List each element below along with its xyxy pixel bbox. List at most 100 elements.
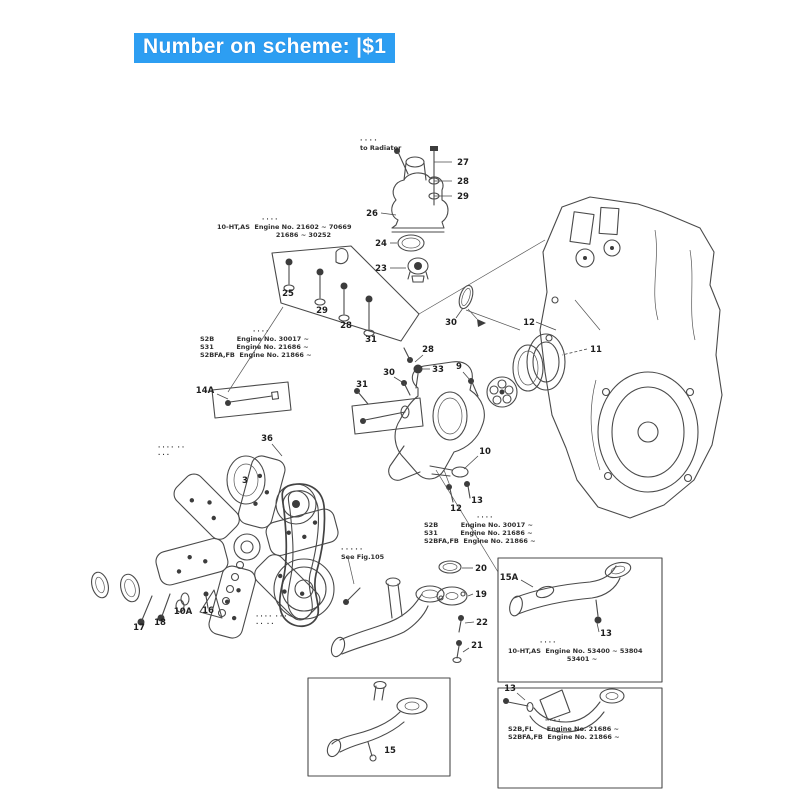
gasket-20 [438,560,462,574]
part-callout: 10 [479,447,491,457]
leader-line [535,321,557,331]
water-pipe-assembly [330,557,468,664]
annotation-text: · · · · [262,216,277,223]
stud [363,295,375,337]
stud [314,268,326,306]
clamp [458,284,486,327]
leader-line [561,348,588,356]
leader-line [516,692,526,701]
part-callout: 26 [366,209,378,219]
leader-line [520,579,534,588]
part-callout: 12 [450,504,462,514]
thermostat-group [391,146,486,327]
impeller [486,376,518,408]
annotation-text: · · · · · · ·· · · · [256,613,287,628]
outlet-neck [405,156,425,168]
annotation-text: 10-HT,AS Engine No. 21602 ~ 70669 21686 … [217,223,352,239]
o-ring [397,234,425,252]
leader-line [464,621,475,624]
annotation-text: · · · · [253,328,268,335]
part-callout: 3 [242,476,248,486]
variant-box-top-right [497,557,663,683]
part-callout: 36 [261,434,273,444]
annotation-text: · · · · [545,717,560,724]
part-callout: 11 [590,345,602,355]
thermostat-housing [391,172,449,229]
annotation-text: S2B Engine No. 30017 ~S31 Engine No. 216… [200,335,312,359]
pipe-flange [415,585,445,603]
annotation-text: S2B,FL Engine No. 21686 ~S2BFA,FB Engine… [508,725,620,741]
part-callout: 14A [196,386,215,396]
leader-line [380,212,397,216]
belt-and-pulleys [226,455,335,628]
part-callout: 13 [504,684,516,694]
part-callout: 15 [384,746,396,756]
v-belt [278,483,326,628]
leader-line [455,307,464,319]
stud [283,258,295,292]
part-callout: 27 [457,158,469,168]
part-callout: 18 [154,618,166,628]
part-callout: 33 [432,365,444,375]
scheme-number-banner: Number on scheme: |$1 [134,33,396,63]
leader-line [414,354,424,363]
leader-line [393,376,403,383]
leader-line [462,647,470,653]
part-callout: 17 [133,623,145,633]
part-callout: 29 [457,192,469,202]
part-callout: 9 [456,362,462,372]
plug-33 [413,364,423,374]
leader-line [271,443,283,457]
part-callout: 12 [523,318,535,328]
part-callout: 13 [600,629,612,639]
part-callout: 30 [445,318,457,328]
stud-kit-polygon [271,245,420,342]
part-callout: 25 [282,289,294,299]
leader-lines [227,239,546,573]
water-pump [354,344,544,503]
part-callout: 16 [202,606,214,616]
annotation-text: · · · · · ·· · · [158,444,184,459]
part-callout: 28 [457,177,469,187]
part-callout: 31 [365,335,377,345]
leader-line [467,593,474,597]
leader-line [462,371,471,381]
annotation-text: · · · · [477,514,492,521]
flange-19 [436,586,468,606]
part-callout: 22 [476,618,488,628]
annotation-text: · · · · ·See Fig.105 [341,545,385,561]
leader-line [463,455,479,470]
annotation-text: · · · · [540,639,555,646]
outlet-flange [451,466,469,478]
small-parts-left [91,571,209,626]
thermostat [407,257,429,283]
part-callout: 31 [356,380,368,390]
pump-gasket [512,344,544,392]
annotation-text: 10-HT,AS Engine No. 53400 ~ 53804 53401 … [508,647,643,663]
part-callout: 28 [422,345,434,355]
part-callout: 24 [375,239,387,249]
part-callout: 21 [471,641,483,651]
bolt-kit-box-small [351,397,424,435]
leader-line [596,622,600,633]
part-callout: 20 [475,564,487,574]
annotation-text: · · · ·to Radiator [360,136,402,152]
variant-box-bottom-center [307,677,451,777]
part-callout: 19 [475,590,487,600]
fan-pulley-disc [226,455,266,505]
part-callout: 10A [174,607,193,617]
stud [338,282,350,322]
part-callout: 15A [500,573,519,583]
part-callout: 23 [375,264,387,274]
annotation-text: S2B Engine No. 30017 ~S31 Engine No. 216… [424,521,536,545]
part-callout: 30 [383,368,395,378]
part-callout: 13 [471,496,483,506]
leader-line [216,393,229,400]
part-callout: 28 [340,321,352,331]
bolt-kit-box-14a [211,381,292,419]
engine-block [526,196,723,519]
part-callout: 29 [316,306,328,316]
scheme-number-label: Number on scheme: |$1 [143,35,387,58]
variant-box-bottom-right [497,687,663,789]
